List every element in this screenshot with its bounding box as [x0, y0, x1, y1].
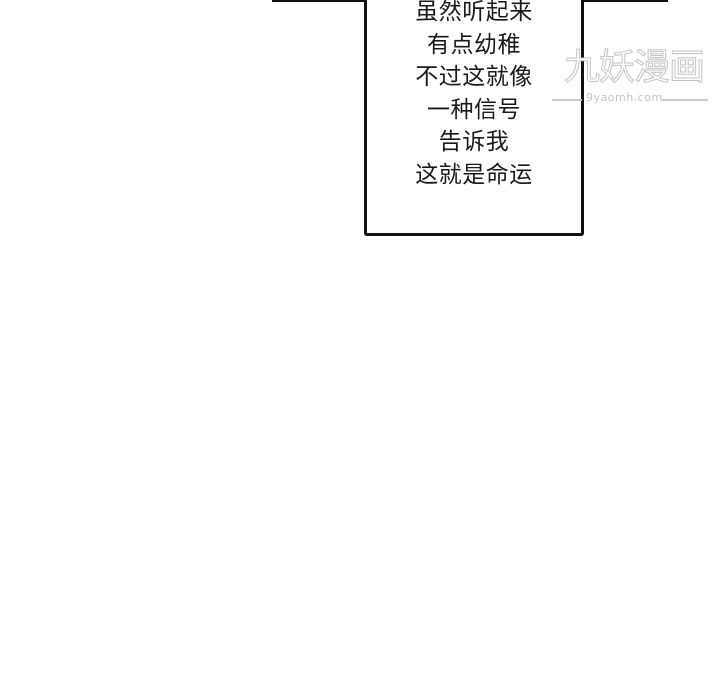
speech-line-5: 告诉我	[438, 129, 510, 155]
watermark-divider-left	[552, 99, 582, 101]
watermark-divider-right	[662, 99, 708, 101]
speech-line-4: 一种信号	[427, 96, 521, 123]
speech-line-1: 虽然听起来	[415, 0, 533, 25]
watermark-brand: 九妖漫画	[563, 47, 705, 88]
speech-line-6: 这就是命运	[415, 161, 533, 188]
speech-line-2: 有点幼稚	[427, 31, 521, 58]
watermark-url: 9yaomh.com	[586, 91, 663, 104]
speech-line-3: 不过这就像	[415, 64, 533, 90]
speech-box	[364, 0, 584, 236]
speech-text: 虽然听起来 有点幼稚 不过这就像 一种信号 告诉我 这就是命运	[364, 0, 584, 191]
watermark: 九妖漫画 9yaomh.com	[552, 47, 716, 110]
